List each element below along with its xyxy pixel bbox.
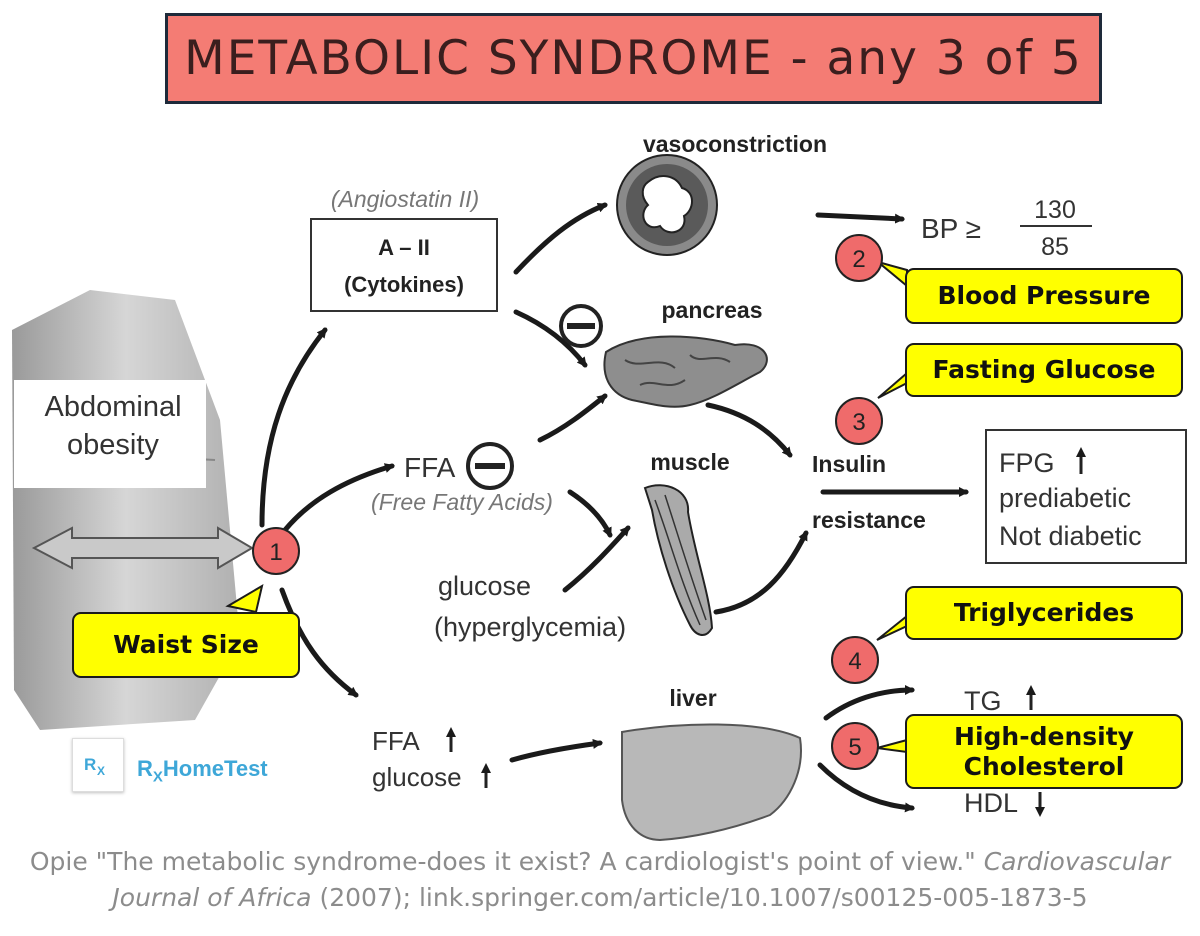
arrow-to-ffa-up: [279, 587, 359, 698]
muscle-illustration: [643, 484, 714, 636]
pathway-arrows: [259, 202, 969, 813]
a2-label: A – II: [378, 235, 430, 260]
vessel-illustration: [616, 154, 718, 256]
marker-1: [252, 527, 300, 575]
marker-5: [831, 722, 879, 770]
title-banner: METABOLIC SYNDROME - any 3 of 5: [165, 13, 1102, 104]
arrow-to-hdl: [817, 762, 915, 813]
prediabetic-label: prediabetic: [999, 483, 1131, 513]
hyperglycemia-label: (hyperglycemia): [434, 612, 626, 642]
marker-4: [831, 636, 879, 684]
bp-numerator: 130: [1034, 196, 1076, 224]
arrow-ffa-to-pancreas: [537, 393, 608, 443]
fpg-box: [985, 429, 1187, 564]
angiostatin-label: (Angiostatin II): [331, 186, 479, 212]
citation-line-2: Journal of Africa (2007); link.springer.…: [112, 883, 1088, 912]
marker-2: [835, 234, 883, 282]
cytokines-label: (Cytokines): [344, 272, 464, 297]
not-diabetic-label: Not diabetic: [999, 521, 1142, 551]
resistance-label: resistance: [812, 507, 926, 533]
vasoconstriction-label: vasoconstriction: [643, 131, 827, 157]
abdominal-label-1: Abdominal: [44, 391, 181, 423]
callout-triglycerides: Triglycerides: [905, 586, 1183, 640]
abdominal-label-box: [14, 380, 206, 488]
marker-3: [835, 397, 883, 445]
page-title: METABOLIC SYNDROME - any 3 of 5: [184, 31, 1083, 86]
free-fatty-acids-label: (Free Fatty Acids): [371, 489, 553, 515]
arrow-to-pancreas: [513, 309, 588, 368]
arrow-to-ffa: [282, 463, 395, 533]
callout-blood-pressure: Blood Pressure: [905, 268, 1183, 324]
marker-group: 1 2 3 4 5: [252, 234, 883, 770]
bp-denominator: 85: [1041, 233, 1069, 261]
citation-line-1: Opie "The metabolic syndrome-does it exi…: [29, 847, 1171, 876]
tg-label: TG: [964, 686, 1002, 716]
arrow-ffa-to-muscle: [567, 489, 613, 538]
a2-box: [310, 218, 498, 312]
insulin-label: Insulin: [812, 451, 886, 477]
ffa-label: FFA: [404, 452, 456, 483]
muscle-label: muscle: [650, 449, 729, 475]
liver-label: liver: [669, 685, 716, 711]
callout-fasting-glucose: Fasting Glucose: [905, 343, 1183, 397]
abdominal-label-2: obesity: [67, 429, 159, 461]
callout-waist-size: Waist Size: [72, 612, 300, 678]
liver-illustration: [621, 723, 802, 842]
arrow-pancreas-to-insulin: [705, 402, 793, 458]
svg-text:2: 2: [852, 246, 865, 273]
ffa-up-label: FFA: [372, 726, 420, 756]
svg-text:3: 3: [852, 409, 865, 436]
arrow-to-bp: [815, 212, 905, 224]
arrow-muscle-to-insulin: [713, 530, 809, 615]
glucose-up-label: glucose: [372, 762, 462, 792]
fpg-label: FPG: [999, 448, 1055, 478]
rx-logo-badge: R X: [72, 738, 124, 792]
arrow-to-a2: [259, 327, 328, 528]
arrow-to-tg: [823, 685, 915, 721]
waist-double-arrow: [31, 526, 254, 570]
callout-hdl-cholesterol: High-density Cholesterol: [905, 714, 1183, 789]
pancreas-illustration: [603, 335, 768, 408]
arrow-glucose-to-muscle: [562, 525, 631, 593]
pancreas-label: pancreas: [661, 297, 762, 323]
arrow-to-vasoconstriction: [513, 202, 608, 275]
glucose-label: glucose: [438, 571, 531, 601]
svg-text:1: 1: [269, 539, 282, 566]
hdl-label: HDL: [964, 788, 1018, 818]
rx-home-test-logo: RXHomeTest: [137, 756, 268, 786]
arrow-to-liver: [509, 738, 603, 763]
bp-prefix: BP ≥: [921, 213, 981, 244]
svg-text:4: 4: [848, 648, 861, 675]
svg-text:5: 5: [848, 734, 861, 761]
